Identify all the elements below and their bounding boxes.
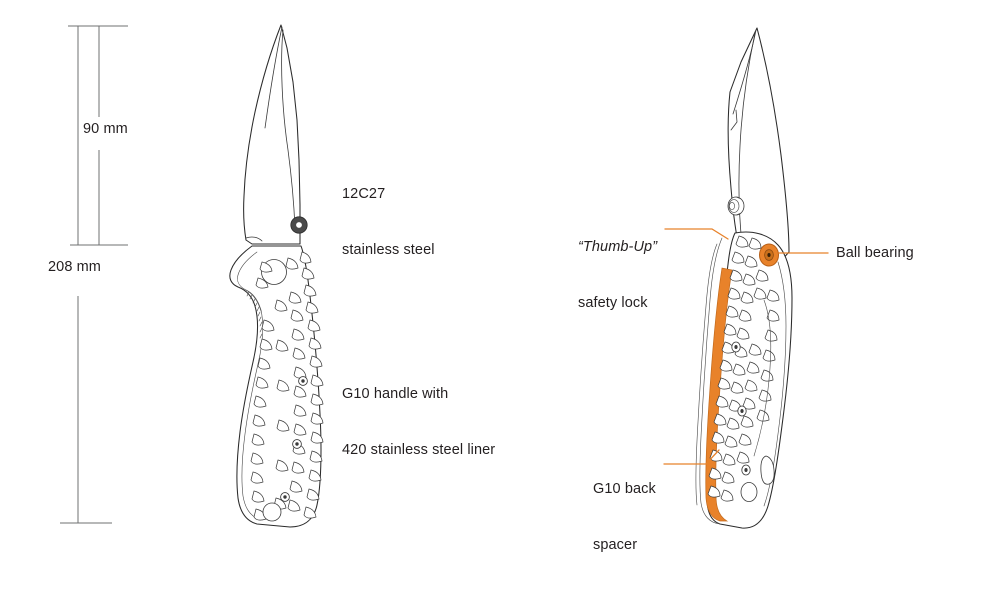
thumb-up-safety-lock [727, 196, 745, 216]
dimension-208mm [60, 26, 112, 524]
callout-back-spacer-line2: spacer [593, 536, 638, 553]
dimension-label-blade-length: 90 mm [83, 121, 128, 137]
closed-lanyard-hole [740, 482, 758, 502]
handle-screws [280, 376, 308, 502]
closed-blade-grind [738, 32, 756, 245]
callout-back-spacer: G10 back spacer [593, 443, 656, 591]
callout-back-spacer-line1: G10 back [593, 481, 656, 498]
closed-liner-edge-1 [699, 237, 723, 525]
callout-blade-steel: 12C27 stainless steel [342, 148, 435, 296]
leader-thumb-lock [664, 228, 729, 240]
closed-blade-swedge [732, 29, 757, 115]
closed-handle-screws [731, 341, 751, 476]
knife-illustration [60, 24, 829, 529]
callout-blade-steel-line1: 12C27 [342, 186, 386, 203]
lanyard-hole [262, 502, 282, 522]
pivot-screw-center [296, 222, 302, 228]
blade-outline [243, 24, 301, 245]
callout-safety-lock: “Thumb-Up” safety lock [578, 201, 657, 349]
diagram-canvas: 90 mm 208 mm 12C27 stainless steel G10 h… [48, 24, 914, 553]
closed-knife-drawing [695, 27, 793, 529]
blade-swedge [264, 26, 283, 129]
callout-handle-material: G10 handle with 420 stainless steel line… [342, 348, 495, 496]
callout-handle-material-line2: 420 stainless steel liner [342, 441, 496, 458]
callout-safety-lock-line2: safety lock [578, 294, 648, 311]
closed-blade-spine-step [730, 109, 738, 131]
closed-blade-outline [727, 27, 790, 263]
callout-safety-lock-line1: “Thumb-Up” [578, 239, 658, 256]
handle-liner-line [237, 251, 263, 520]
blade-grind-line [281, 29, 296, 229]
handle-scale-texture [250, 251, 324, 521]
callout-blade-steel-line2: stainless steel [342, 241, 435, 258]
pocket-clip-slot [760, 455, 775, 485]
closed-handle-inner-contour [753, 299, 772, 457]
callout-ball-bearing: Ball bearing [836, 245, 914, 261]
open-knife-drawing [229, 24, 324, 528]
ball-bearing [759, 243, 779, 267]
handle-jimping [245, 289, 263, 339]
leader-back-spacer [663, 449, 720, 465]
callout-handle-material-line1: G10 handle with [342, 386, 449, 403]
closed-handle-scale-texture [707, 235, 780, 502]
blade-edge-choil [245, 236, 263, 242]
dimension-label-overall-length: 208 mm [48, 259, 101, 275]
closed-liner-edge-2 [695, 243, 718, 506]
dimension-90mm [68, 25, 128, 246]
